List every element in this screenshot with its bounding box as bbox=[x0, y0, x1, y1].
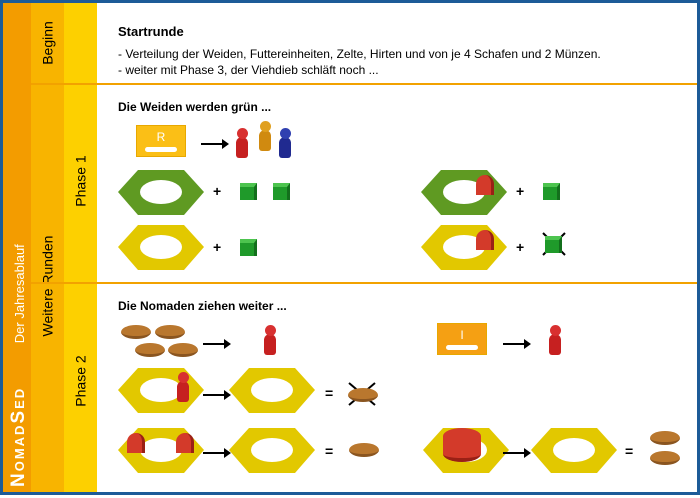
card-letter: I bbox=[460, 328, 464, 342]
coin-icon bbox=[650, 451, 680, 465]
green-pasture-icon bbox=[118, 170, 204, 215]
event-card: I bbox=[437, 323, 487, 355]
fodder-cube-icon bbox=[240, 239, 257, 256]
begin-line-2: - weiter mit Phase 3, der Viehdieb schlä… bbox=[118, 63, 379, 77]
green-pasture-icon bbox=[421, 170, 507, 215]
plus-sign: + bbox=[213, 239, 222, 255]
red-shepherd-icon bbox=[236, 128, 248, 158]
phase2-title: Die Nomaden ziehen weiter ... bbox=[118, 299, 287, 313]
coin-icon bbox=[349, 443, 379, 457]
tent-icon bbox=[176, 433, 194, 453]
coin-icon bbox=[650, 431, 680, 445]
crossed-fodder-cube-icon bbox=[545, 236, 562, 253]
tent-icon bbox=[127, 433, 145, 453]
arrow-icon bbox=[503, 339, 531, 349]
red-shepherd-icon bbox=[549, 325, 561, 355]
yellow-pasture-icon bbox=[118, 225, 204, 270]
title-column: NomadSed Der Jahresablauf bbox=[3, 3, 31, 492]
divider bbox=[31, 282, 697, 284]
arrow-icon bbox=[203, 448, 231, 458]
plus-sign: + bbox=[516, 239, 525, 255]
pasture-tiles bbox=[118, 170, 617, 473]
orange-shepherd-icon bbox=[259, 121, 271, 151]
yellow-pasture-icon bbox=[229, 368, 315, 413]
arrow-icon bbox=[201, 139, 229, 149]
coin-icon bbox=[121, 325, 151, 339]
arrow-icon bbox=[203, 390, 231, 400]
yellow-pasture-icon bbox=[531, 428, 617, 473]
plus-sign: + bbox=[213, 183, 222, 199]
arrow-icon bbox=[203, 339, 231, 349]
coin-icon bbox=[168, 343, 198, 357]
arrow-icon bbox=[503, 448, 531, 458]
begin-line-1: - Verteilung der Weiden, Futtereinheiten… bbox=[118, 47, 601, 61]
blue-shepherd-icon bbox=[279, 128, 291, 158]
divider bbox=[31, 83, 697, 85]
card-letter: R bbox=[156, 130, 166, 144]
tent-icon bbox=[476, 175, 494, 195]
fodder-cube-icon bbox=[240, 183, 257, 200]
phase1-title: Die Weiden werden grün ... bbox=[118, 100, 272, 114]
coin-icon bbox=[155, 325, 185, 339]
equals-sign: = bbox=[625, 443, 634, 459]
begin-title: Startrunde bbox=[118, 24, 184, 39]
plus-sign: + bbox=[516, 183, 525, 199]
large-tent-icon bbox=[443, 428, 481, 462]
red-shepherd-icon bbox=[264, 325, 276, 355]
fodder-cube-icon bbox=[543, 183, 560, 200]
yellow-pasture-icon bbox=[118, 368, 204, 413]
event-card: R bbox=[136, 125, 186, 157]
coin-icon bbox=[135, 343, 165, 357]
tent-icon bbox=[476, 230, 494, 250]
equals-sign: = bbox=[325, 443, 334, 459]
yellow-pasture-icon bbox=[229, 428, 315, 473]
red-shepherd-icon bbox=[177, 372, 189, 402]
fodder-cube-icon bbox=[273, 183, 290, 200]
crossed-coin-icon bbox=[348, 388, 378, 402]
yellow-pasture-icon bbox=[421, 225, 507, 270]
equals-sign: = bbox=[325, 385, 334, 401]
